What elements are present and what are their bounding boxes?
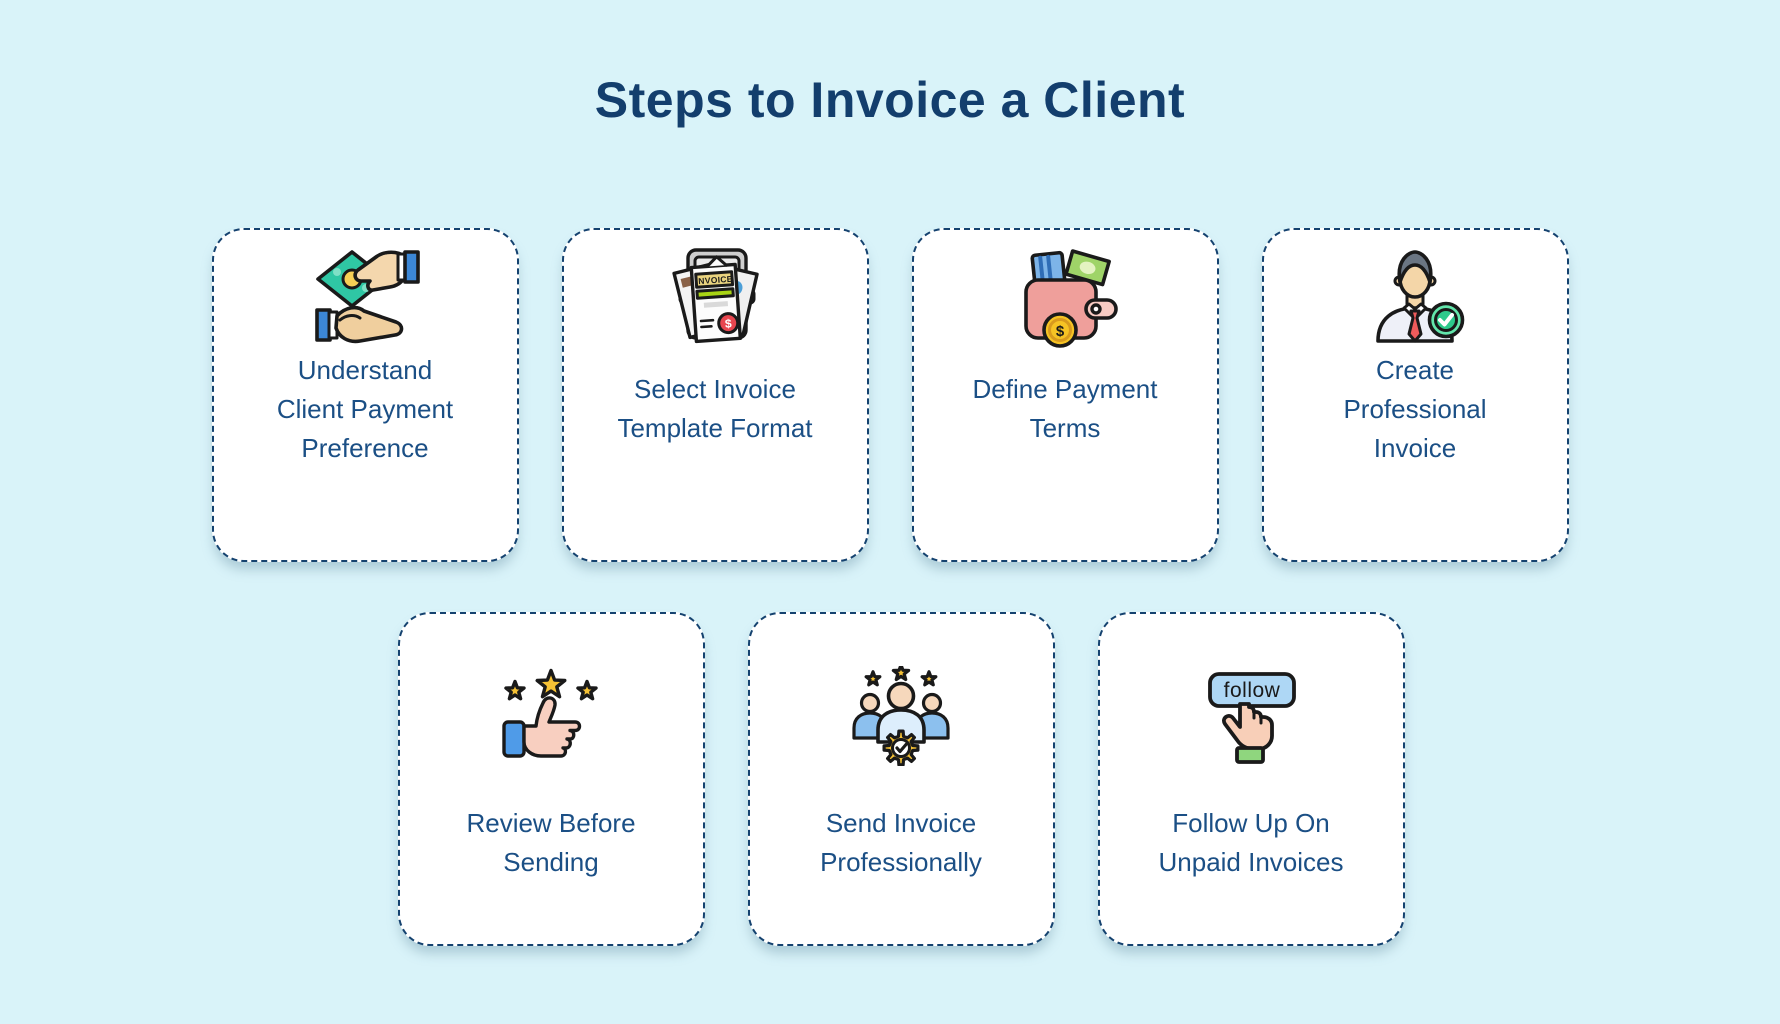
step-label: Select Invoice Template Format: [617, 348, 812, 470]
wallet-money-icon: $: [1024, 249, 1118, 348]
step-card: Send Invoice Professionally: [747, 612, 1055, 946]
step-label-line: Preference: [301, 432, 429, 463]
step-label-line: Terms: [1029, 413, 1101, 443]
step-label-line: Professional: [1343, 393, 1487, 424]
step-label-line: Review Before: [466, 808, 636, 838]
invoice-dollar-text: $: [724, 316, 732, 330]
thumbs-up-stars-icon: [502, 666, 598, 758]
follow-button-click-icon: follow: [1208, 672, 1296, 764]
invoice-text: INVOICE: [695, 274, 733, 287]
step-label-line: Professionally: [820, 847, 982, 877]
hand-receiving-money-icon: [315, 250, 420, 344]
step-label: Create Professional Invoice: [1343, 348, 1486, 470]
cards-row-2: Review Before Sending: [397, 612, 1405, 946]
step-label-line: Client Payment: [276, 393, 454, 424]
step-label-line: Understand: [297, 354, 433, 385]
step-card: INVOICE $ Select Invoice Template Format: [561, 228, 869, 562]
step-label-line: Define Payment: [972, 374, 1158, 404]
step-card: follow Follow Up On Unpaid Invoices: [1097, 612, 1405, 946]
page-title: Steps to Invoice a Client: [594, 72, 1186, 128]
step-label: Define Payment Terms: [973, 348, 1158, 470]
step-icon-box: $: [1009, 248, 1121, 348]
cards-row-1: Understand Client Payment Preference: [211, 228, 1569, 562]
step-icon-box: [495, 666, 607, 766]
step-label-line: Send Invoice: [825, 808, 977, 838]
team-gear-check-icon: [852, 666, 950, 766]
coin-dollar-text: $: [1056, 323, 1065, 340]
step-label: Follow Up On Unpaid Invoices: [1159, 766, 1344, 920]
step-label-line: Create: [1375, 354, 1455, 385]
step-card: Create Professional Invoice: [1261, 228, 1569, 562]
step-icon-box: INVOICE $: [659, 248, 771, 348]
step-icon-box: [1359, 248, 1471, 348]
step-label: Review Before Sending: [466, 766, 635, 920]
step-label-line: Unpaid Invoices: [1158, 847, 1344, 877]
step-card: Review Before Sending: [397, 612, 705, 946]
step-icon-box: follow: [1195, 666, 1307, 766]
step-icon-box: [845, 666, 957, 766]
invoice-documents-icon: INVOICE $: [672, 248, 759, 344]
follow-button-text: follow: [1224, 679, 1281, 702]
step-icon-box: [309, 248, 421, 348]
step-card: $ Define Payment Terms: [911, 228, 1219, 562]
step-label-line: Invoice: [1373, 432, 1457, 463]
step-label: Send Invoice Professionally: [820, 766, 982, 920]
step-card: Understand Client Payment Preference: [211, 228, 519, 562]
step-label-line: Template Format: [617, 413, 813, 443]
step-label: Understand Client Payment Preference: [277, 348, 453, 470]
step-label-line: Select Invoice: [634, 374, 796, 404]
step-label-line: Sending: [503, 847, 599, 877]
step-label-line: Follow Up On: [1172, 808, 1330, 838]
businessman-check-icon: [1376, 250, 1465, 343]
